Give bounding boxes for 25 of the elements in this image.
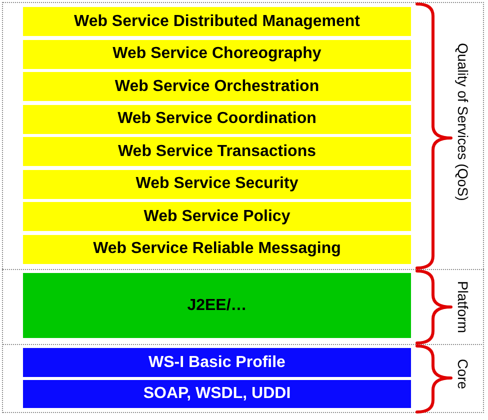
- layer-box: [23, 273, 411, 338]
- layer-box: [23, 202, 411, 231]
- layer-label: Web Service Policy: [144, 206, 290, 226]
- layer-box: [23, 170, 411, 198]
- layer-label: Web Service Transactions: [118, 142, 316, 162]
- layer-box: [23, 234, 411, 264]
- layer-box: [23, 348, 411, 377]
- layer-box: [23, 104, 411, 134]
- section-label: Platform: [456, 280, 470, 334]
- layer-box: [23, 380, 411, 408]
- layer-label: Web Service Security: [136, 174, 298, 194]
- layer-label: Web Service Reliable Messaging: [93, 239, 341, 260]
- layer-label: J2EE/…: [187, 296, 247, 316]
- section-label: Core: [456, 358, 470, 390]
- layer-label: SOAP, WSDL, UDDI: [143, 384, 291, 404]
- layer-box: [23, 137, 411, 166]
- layer-box: [23, 7, 411, 36]
- layer-label: Web Service Distributed Management: [74, 12, 360, 32]
- layer-box: [23, 40, 411, 68]
- layer-label: Web Service Choreography: [112, 44, 322, 64]
- layer-box: [23, 72, 411, 101]
- section-label: Quality of Services (QoS): [456, 43, 470, 201]
- layer-label: Web Service Orchestration: [114, 76, 320, 96]
- layer-label: WS-I Basic Profile: [148, 352, 286, 372]
- layer-label: Web Service Coordination: [118, 109, 316, 129]
